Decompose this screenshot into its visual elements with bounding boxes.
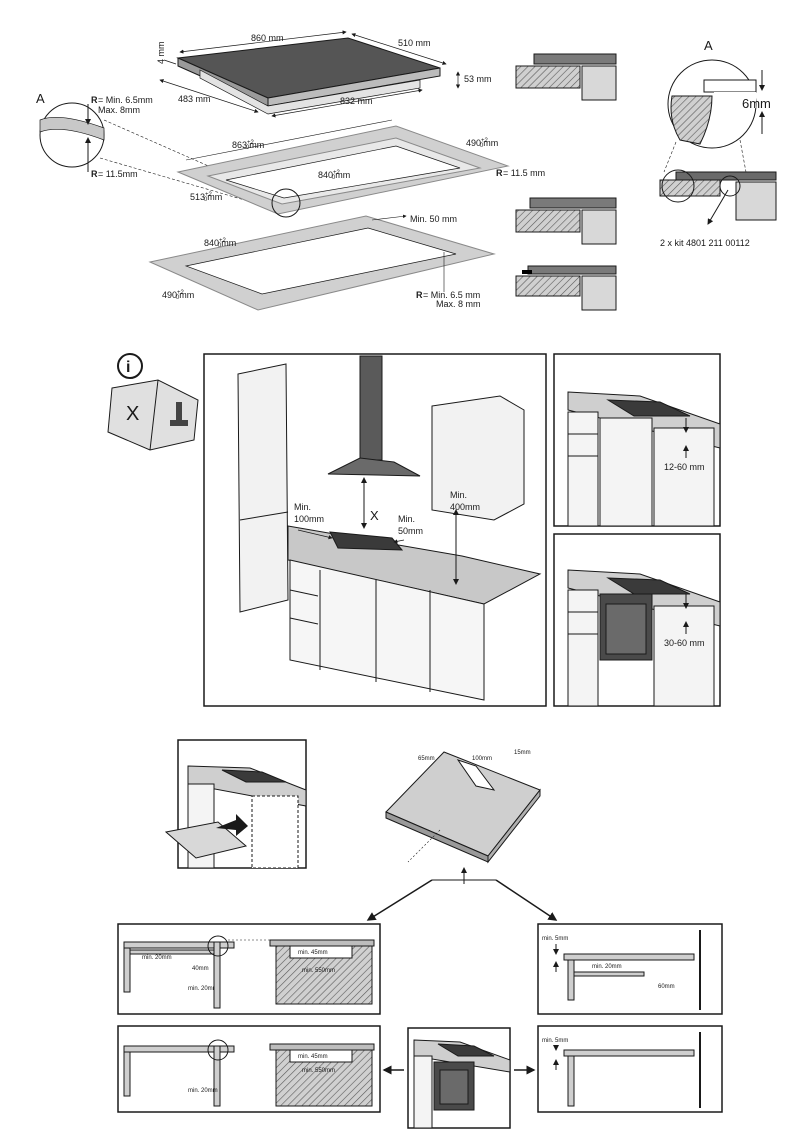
hob-depth-label: 510 mm	[398, 38, 431, 48]
hob-width-label: 860 mm	[251, 33, 284, 43]
detail-a-left: A R = Min. 6.5mm Max. 8mm R = 11.5mm	[36, 91, 273, 209]
side-top-label: 12-60 mm	[664, 462, 705, 472]
min50-value: 50mm	[398, 526, 423, 536]
cut-15: 15mm	[514, 750, 531, 756]
flat-min-label: Min. 50 mm	[410, 214, 457, 224]
flat-r-value1: = Min. 6.5 mm	[423, 290, 480, 300]
vent-panel-1: min. 20mm 40mm min. 20mm min. 45mm min. …	[117, 923, 381, 1015]
detail-a-r1: R	[91, 95, 98, 105]
vent-panel-2: min. 20mm min. 45mm min. 550mm	[117, 1025, 381, 1113]
hob-drawing: 860 mm 510 mm 4 mm 483 mm 832 mm 53 mm	[156, 30, 492, 118]
detail-a-kit: 2 x kit 4801 211 00112	[660, 238, 750, 248]
vp1-min45: min. 45mm	[298, 950, 328, 956]
detail-a-right-letter: A	[704, 38, 713, 53]
vp2-min550: min. 550mm	[302, 1068, 335, 1074]
detail-a-r1-value2: Max. 8mm	[98, 105, 140, 115]
rebate-r-value: = 11.5 mm	[503, 168, 545, 178]
min400-label: Min.	[450, 490, 467, 500]
rebate-r-label: R	[496, 168, 503, 178]
vp4-min5: min. 5mm	[542, 1038, 568, 1044]
vp1-min20b: min. 20mm	[188, 986, 218, 992]
info-book: i X	[107, 353, 199, 451]
detail-a-r1-value: = Min. 6.5mm	[98, 95, 153, 105]
vp2-min45: min. 45mm	[298, 1054, 328, 1060]
min400-value: 400mm	[450, 502, 480, 512]
cut-panel: 65mm 100mm 15mm	[366, 750, 558, 921]
min100-value: 100mm	[294, 514, 324, 524]
hob-side-depth-label: 483 mm	[178, 94, 211, 104]
oven-thumbnail	[382, 1027, 536, 1129]
slide-in-panel	[164, 739, 307, 869]
hob-edge-height-label: 53 mm	[464, 74, 492, 84]
flat-r-label: R	[416, 290, 423, 300]
vp3-60: 60mm	[658, 984, 675, 990]
vent-panel-4: min. 5mm	[537, 1025, 723, 1113]
detail-a-letter: A	[36, 91, 45, 106]
vp1-min20: min. 20mm	[142, 955, 172, 961]
flat-r-value2: Max. 8 mm	[436, 299, 481, 309]
hob-thickness-label: 4 mm	[156, 42, 166, 65]
min50-label: Min.	[398, 514, 415, 524]
info-icon	[117, 353, 143, 379]
cut-65: 65mm	[418, 756, 435, 762]
detail-a-r2: R	[91, 169, 98, 179]
side-panel-top: 12-60 mm	[553, 353, 721, 527]
book-letter: X	[126, 403, 139, 425]
vent-panel-3: min. 5mm min. 20mm 60mm	[537, 923, 723, 1015]
kitchen-scene: Min. 100mm X Min. 50mm Min. 400mm	[203, 353, 547, 707]
detail-a-gap: 6mm	[742, 96, 771, 111]
vp1-min550: min. 550mm	[302, 968, 335, 974]
detail-a-r2-value: = 11.5mm	[98, 169, 138, 179]
min100-label: Min.	[294, 502, 311, 512]
vp1-40: 40mm	[192, 966, 209, 972]
side-bottom-label: 30-60 mm	[664, 638, 705, 648]
section-views	[515, 53, 617, 311]
vp2-min20: min. 20mm	[188, 1088, 218, 1094]
cut-100: 100mm	[472, 756, 492, 762]
info-icon-letter: i	[126, 359, 130, 376]
hob-inner-width-label: 832 mm	[340, 96, 373, 106]
x-label: X	[370, 508, 379, 523]
vp3-min5: min. 5mm	[542, 936, 568, 942]
detail-a-right: A 6mm 2 x kit 4801 211 00112	[659, 38, 777, 248]
vp3-min20: min. 20mm	[592, 964, 622, 970]
side-panel-bottom: 30-60 mm	[553, 533, 721, 707]
